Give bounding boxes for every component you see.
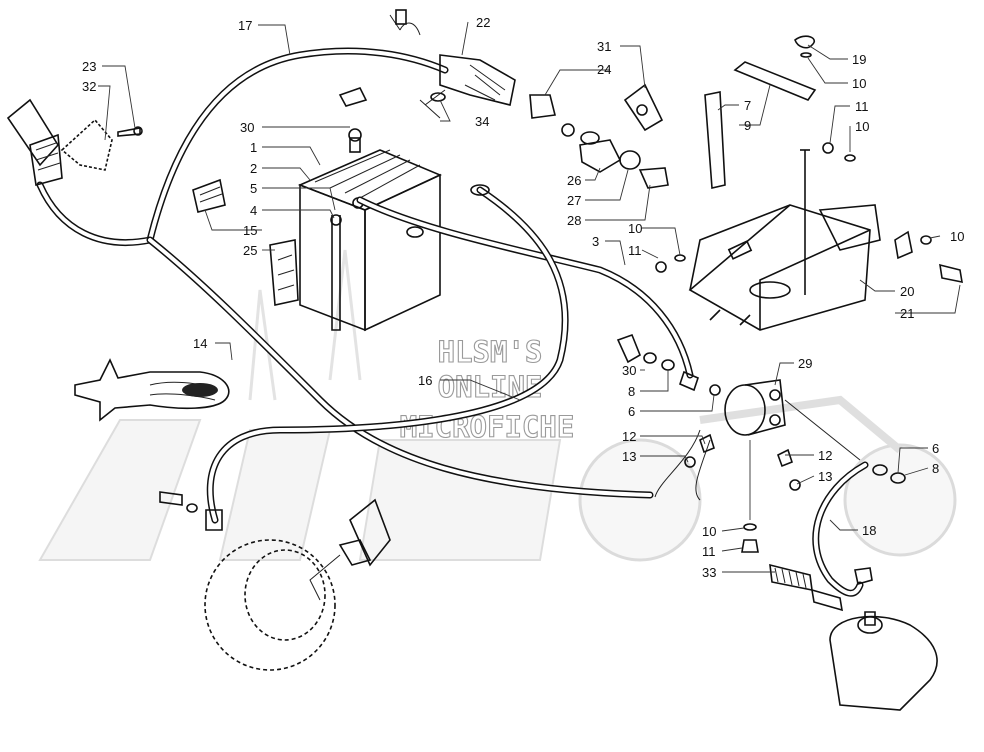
callout-25: 25 [243, 243, 257, 258]
callout-7: 7 [744, 98, 751, 113]
callout-30: 30 [240, 120, 254, 135]
callout-29: 29 [798, 356, 812, 371]
wiring-harness [36, 9, 654, 499]
callout-10: 10 [950, 229, 964, 244]
starter-cable [812, 461, 906, 597]
callout-15: 15 [243, 223, 257, 238]
callout-13: 13 [818, 469, 832, 484]
positive-cable [356, 196, 699, 392]
callout-18: 18 [862, 523, 876, 538]
callout-16: 16 [418, 373, 432, 388]
callout-24: 24 [597, 62, 611, 77]
callout-4: 4 [250, 203, 257, 218]
callout-19: 19 [852, 52, 866, 67]
watermark-line2: ONLINE [438, 370, 543, 404]
callout-11: 11 [628, 243, 642, 258]
ignition-switch [529, 83, 669, 189]
callout-31: 31 [597, 39, 611, 54]
callout-6: 6 [932, 441, 939, 456]
callout-14: 14 [193, 336, 207, 351]
callout-20: 20 [900, 284, 914, 299]
callout-labels: 17 22 23 32 34 31 24 19 10 7 9 11 10 30 … [82, 15, 964, 580]
callout-1: 1 [250, 140, 257, 155]
callout-10: 10 [702, 524, 716, 539]
callout-30: 30 [622, 363, 636, 378]
callout-34: 34 [475, 114, 489, 129]
callout-6: 6 [628, 404, 635, 419]
callout-12: 12 [622, 429, 636, 444]
callout-10: 10 [855, 119, 869, 134]
callout-10: 10 [628, 221, 642, 236]
flywheel-assembly [204, 498, 391, 671]
battery-tray [688, 149, 881, 331]
callout-32: 32 [82, 79, 96, 94]
solenoid-hardware [616, 333, 801, 553]
callout-17: 17 [238, 18, 252, 33]
callout-22: 22 [476, 15, 490, 30]
callout-5: 5 [250, 181, 257, 196]
callout-11: 11 [702, 544, 716, 559]
callout-12: 12 [818, 448, 832, 463]
callout-11: 11 [855, 99, 869, 114]
tray-hardware [655, 230, 963, 284]
callout-2: 2 [250, 161, 257, 176]
decal-logo [74, 358, 230, 422]
connector-block [6, 98, 143, 187]
watermark-line3: MICROFICHE [400, 410, 575, 444]
starter-motor [769, 563, 938, 711]
callout-28: 28 [567, 213, 581, 228]
callout-8: 8 [932, 461, 939, 476]
callout-3: 3 [592, 234, 599, 249]
negative-cable [159, 184, 569, 531]
callout-26: 26 [567, 173, 581, 188]
starter-solenoid [654, 379, 861, 520]
brand-logo-watermark [38, 249, 957, 562]
callout-13: 13 [622, 449, 636, 464]
callout-27: 27 [567, 193, 581, 208]
callout-9: 9 [744, 118, 751, 133]
callout-33: 33 [702, 565, 716, 580]
watermark-line1: HLSM'S [438, 335, 543, 369]
callout-8: 8 [628, 384, 635, 399]
leader-lines [98, 21, 961, 573]
hold-down-strap [704, 35, 856, 189]
callout-21: 21 [900, 306, 914, 321]
callout-23: 23 [82, 59, 96, 74]
callout-10: 10 [852, 76, 866, 91]
battery [192, 128, 442, 332]
